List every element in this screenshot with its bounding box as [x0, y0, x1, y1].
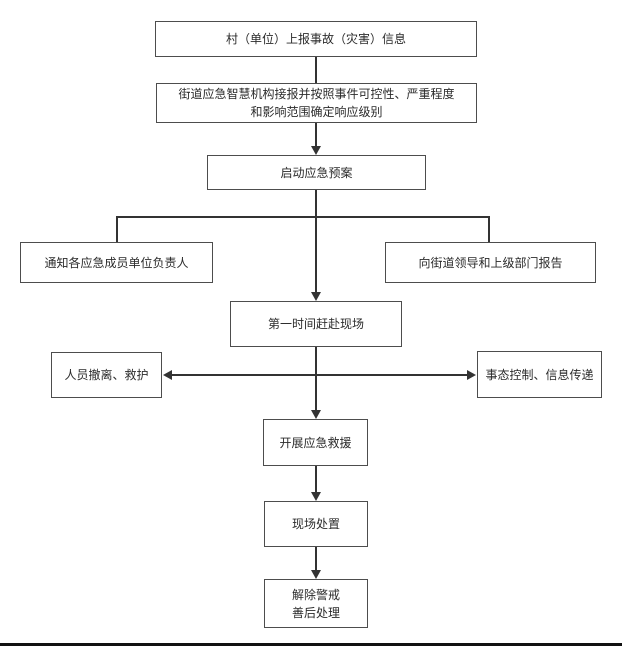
arrowhead-down-icon [311, 410, 321, 419]
connector-report-determine [315, 57, 317, 83]
node-determine-response-level: 街道应急智慧机构接报并按照事件可控性、严重程度 和影响范围确定响应级别 [156, 83, 477, 123]
node-report-to-leaders: 向街道领导和上级部门报告 [385, 242, 596, 283]
arrowhead-right-icon [467, 370, 476, 380]
node-evacuate-rescue: 人员撤离、救护 [51, 352, 162, 398]
connector-rescue-dispose [315, 466, 317, 493]
connector-determine-activate [315, 122, 317, 148]
node-situation-control: 事态控制、信息传递 [477, 351, 602, 398]
node-site-disposal: 现场处置 [264, 501, 368, 547]
connector-dispose-closing [315, 547, 317, 571]
node-emergency-rescue: 开展应急救援 [263, 419, 368, 466]
arrowhead-left-icon [163, 370, 172, 380]
connector-evacuate-control [172, 374, 467, 376]
arrowhead-down-icon [311, 570, 321, 579]
node-rush-to-scene: 第一时间赶赴现场 [230, 301, 402, 347]
node-activate-emergency-plan: 启动应急预案 [207, 155, 426, 190]
bottom-divider [0, 643, 622, 646]
connector-activate-scene [315, 190, 317, 293]
node-lift-alert-aftermath: 解除警戒 善后处理 [264, 579, 368, 628]
node-report-incident: 村（单位）上报事故（灾害）信息 [155, 21, 477, 57]
arrowhead-down-icon [311, 292, 321, 301]
connector-scene-rescue [315, 347, 317, 411]
arrowhead-down-icon [311, 492, 321, 501]
arrowhead-down-icon [311, 146, 321, 155]
connector-branch-horizontal [116, 216, 490, 218]
node-notify-member-units: 通知各应急成员单位负责人 [20, 242, 213, 283]
connector-branch-to-report-up [488, 216, 490, 242]
connector-branch-to-notify [116, 216, 118, 242]
